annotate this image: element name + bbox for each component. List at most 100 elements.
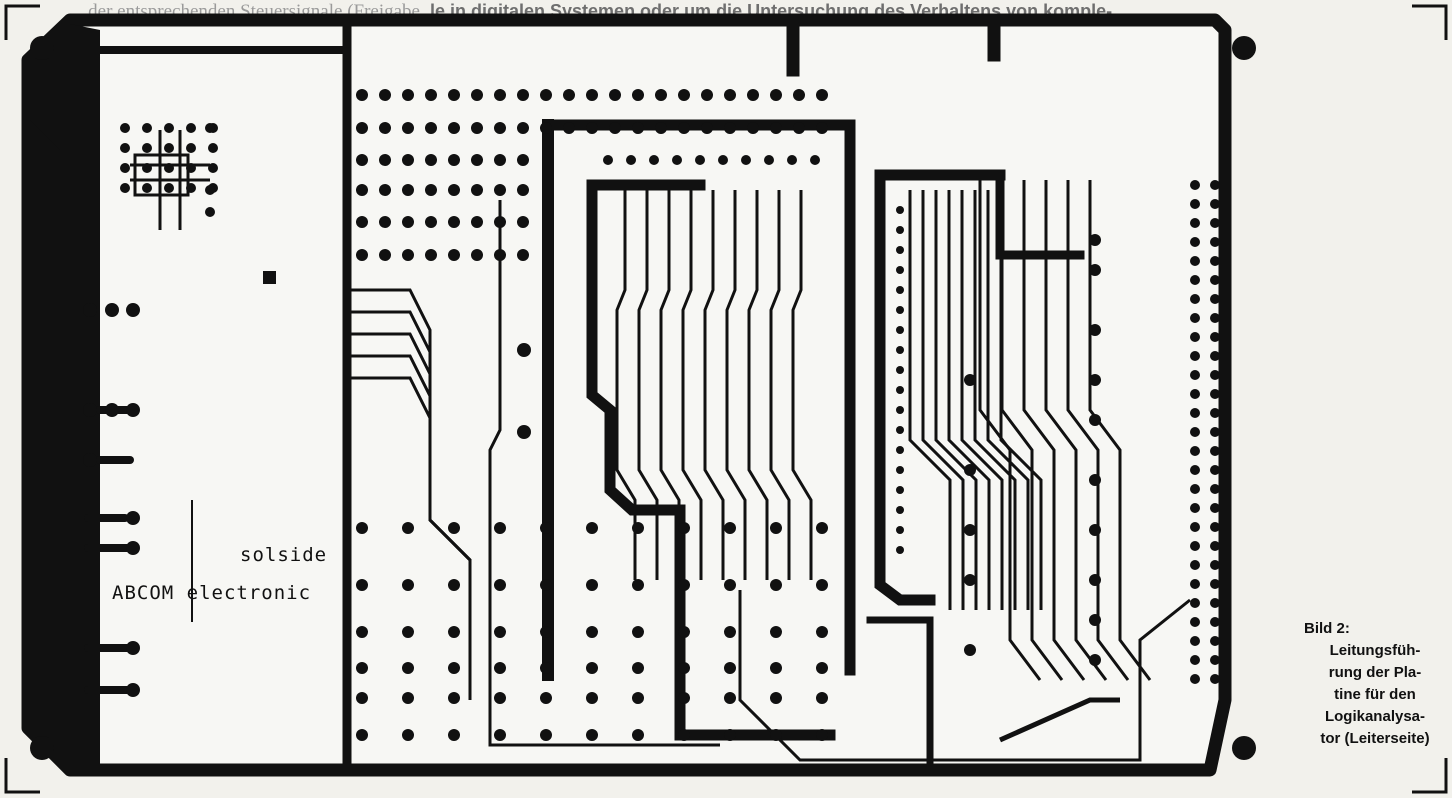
connector-pad	[1210, 617, 1220, 627]
solder-pad	[494, 154, 506, 166]
solder-pad	[402, 692, 414, 704]
trace	[973, 190, 1017, 610]
trace	[488, 200, 720, 747]
solder-pad	[816, 522, 828, 534]
connector-pad	[1210, 560, 1220, 570]
trace	[978, 180, 1042, 681]
solder-pad	[810, 155, 820, 165]
solder-pad	[517, 154, 529, 166]
solder-pad	[186, 123, 196, 133]
solder-pad	[448, 692, 460, 704]
connector-pad	[964, 464, 976, 476]
connector-pad	[1210, 446, 1220, 456]
connector-pad	[1210, 655, 1220, 665]
solder-pad	[471, 216, 483, 228]
connector-pad	[1089, 324, 1101, 336]
trace	[637, 190, 659, 580]
connector-pad	[1210, 351, 1220, 361]
solder-pad	[356, 249, 368, 261]
solder-pad	[517, 216, 529, 228]
solder-pad	[816, 662, 828, 674]
solder-pad	[142, 183, 152, 193]
solder-pad	[695, 155, 705, 165]
solder-pad	[120, 123, 130, 133]
solder-pad	[120, 143, 130, 153]
solder-pad	[770, 122, 782, 134]
trace	[986, 190, 1030, 610]
solder-pad	[770, 662, 782, 674]
connector-pad	[1190, 180, 1200, 190]
solder-pad	[586, 89, 598, 101]
solder-pad	[632, 89, 644, 101]
solder-pad	[379, 89, 391, 101]
connector-pad	[1190, 370, 1200, 380]
connector-pad	[1190, 560, 1200, 570]
solder-pad	[787, 155, 797, 165]
connector-pad	[1089, 474, 1101, 486]
solder-pad	[632, 626, 644, 638]
figure-caption: Bild 2: Leitungsfüh-rung der Pla-tine fü…	[1300, 618, 1450, 750]
solder-pad	[425, 184, 437, 196]
connector-pad	[1089, 264, 1101, 276]
solder-pad	[142, 123, 152, 133]
solder-pad	[356, 522, 368, 534]
solder-pad	[494, 122, 506, 134]
trace	[725, 190, 747, 580]
connector-pad	[1089, 374, 1101, 386]
solder-pad	[896, 266, 904, 274]
solder-pad	[448, 662, 460, 674]
connector-pad	[1190, 503, 1200, 513]
solder-pad	[896, 346, 904, 354]
solder-pad	[402, 216, 414, 228]
component-pads	[356, 89, 904, 741]
solder-pad	[896, 286, 904, 294]
solder-pad	[448, 249, 460, 261]
solder-pad	[402, 522, 414, 534]
solder-pad	[563, 122, 575, 134]
connector-pad	[1190, 332, 1200, 342]
solder-pad	[586, 522, 598, 534]
solder-pad	[747, 89, 759, 101]
connector-pad	[1190, 218, 1200, 228]
connector-pad	[1089, 654, 1101, 666]
solder-pad	[448, 184, 460, 196]
solder-pad	[896, 326, 904, 334]
solder-pad	[678, 122, 690, 134]
solder-pad	[678, 89, 690, 101]
solder-pad	[896, 446, 904, 454]
solder-pad	[494, 626, 506, 638]
connector-pad	[1210, 218, 1220, 228]
connector-pad	[1089, 414, 1101, 426]
solder-pad	[724, 579, 736, 591]
solder-pad	[205, 123, 215, 133]
solder-pad	[540, 729, 552, 741]
signal-traces	[350, 180, 1191, 762]
solder-pad	[770, 626, 782, 638]
solder-pad	[494, 249, 506, 261]
solder-pad	[609, 122, 621, 134]
solder-pad	[816, 122, 828, 134]
solder-pad	[741, 155, 751, 165]
solder-pad	[540, 522, 552, 534]
solder-pad	[896, 306, 904, 314]
solder-pad	[678, 579, 690, 591]
connector-pad	[1210, 389, 1220, 399]
solder-pad	[402, 662, 414, 674]
solder-pad	[517, 184, 529, 196]
solder-pad	[402, 249, 414, 261]
solder-pad	[356, 692, 368, 704]
solder-pad	[816, 579, 828, 591]
solder-pad	[896, 426, 904, 434]
trace	[921, 190, 965, 610]
solder-pad	[896, 206, 904, 214]
connector-pad	[1210, 199, 1220, 209]
solder-pad	[678, 662, 690, 674]
solder-pad	[678, 692, 690, 704]
solder-pad	[356, 89, 368, 101]
solder-pad	[632, 662, 644, 674]
solder-pad	[448, 216, 460, 228]
connector-pad	[964, 574, 976, 586]
solder-pad	[649, 155, 659, 165]
solder-pad	[517, 343, 531, 357]
solder-pad	[770, 89, 782, 101]
